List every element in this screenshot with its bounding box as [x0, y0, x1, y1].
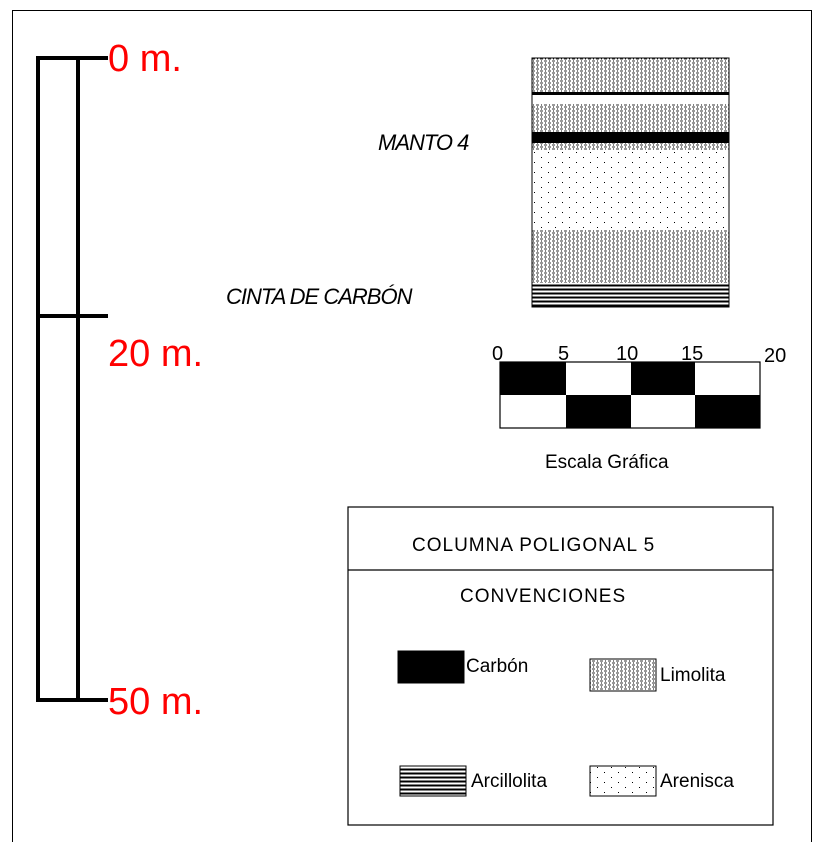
- layer-siltstone-2: [532, 104, 729, 132]
- legend-label-coal: Carbón: [466, 656, 528, 677]
- legend-box: COLUMNA POLIGONAL 5 CONVENCIONES Carbón …: [347, 506, 774, 826]
- legend-swatch-claystone: [399, 765, 467, 797]
- layer-claystone-coal-band: [532, 283, 729, 307]
- scale-tick-10: 10: [616, 343, 638, 365]
- legend-title: COLUMNA POLIGONAL 5: [412, 535, 655, 556]
- scale-tick-5: 5: [558, 343, 569, 365]
- legend-label-siltstone: Limolita: [660, 665, 726, 686]
- legend-subtitle: CONVENCIONES: [460, 586, 626, 607]
- legend-label-claystone: Arcillolita: [471, 771, 547, 792]
- legend-swatch-coal: [397, 650, 465, 684]
- layer-siltstone-top: [532, 58, 729, 92]
- depth-label-50: 50 m.: [108, 681, 203, 723]
- layer-coal-manto-4: [532, 132, 729, 143]
- legend-swatch-sandstone: [589, 765, 657, 797]
- depth-label-0: 0 m.: [108, 38, 182, 80]
- scale-bar-outline: [499, 361, 761, 429]
- legend-swatch-siltstone: [589, 658, 657, 692]
- layer-siltstone-3: [532, 143, 729, 150]
- depth-scale: 0 m. 20 m. 50 m.: [36, 38, 203, 723]
- stratigraphic-column: MANTO 4 CINTA DE CARBÓN: [226, 57, 730, 309]
- scale-tick-20: 20: [764, 345, 786, 367]
- drawing-frame: [12, 10, 812, 842]
- layer-siltstone-4: [532, 230, 729, 283]
- label-manto-4: MANTO 4: [378, 130, 469, 155]
- scale-caption: Escala Gráfica: [545, 452, 669, 473]
- layer-sandstone: [532, 150, 729, 230]
- graphic-scale: 0 5 10 15 20 Escala Gráfica: [492, 343, 786, 473]
- depth-label-20: 20 m.: [108, 333, 203, 375]
- column-outline: [531, 57, 730, 308]
- label-cinta-de-carbon: CINTA DE CARBÓN: [226, 284, 413, 309]
- layer-gap: [532, 95, 729, 104]
- layer-coal-thin: [532, 92, 729, 95]
- legend-label-sandstone: Arenisca: [660, 771, 734, 792]
- scale-tick-0: 0: [492, 343, 503, 365]
- scale-tick-15: 15: [681, 343, 703, 365]
